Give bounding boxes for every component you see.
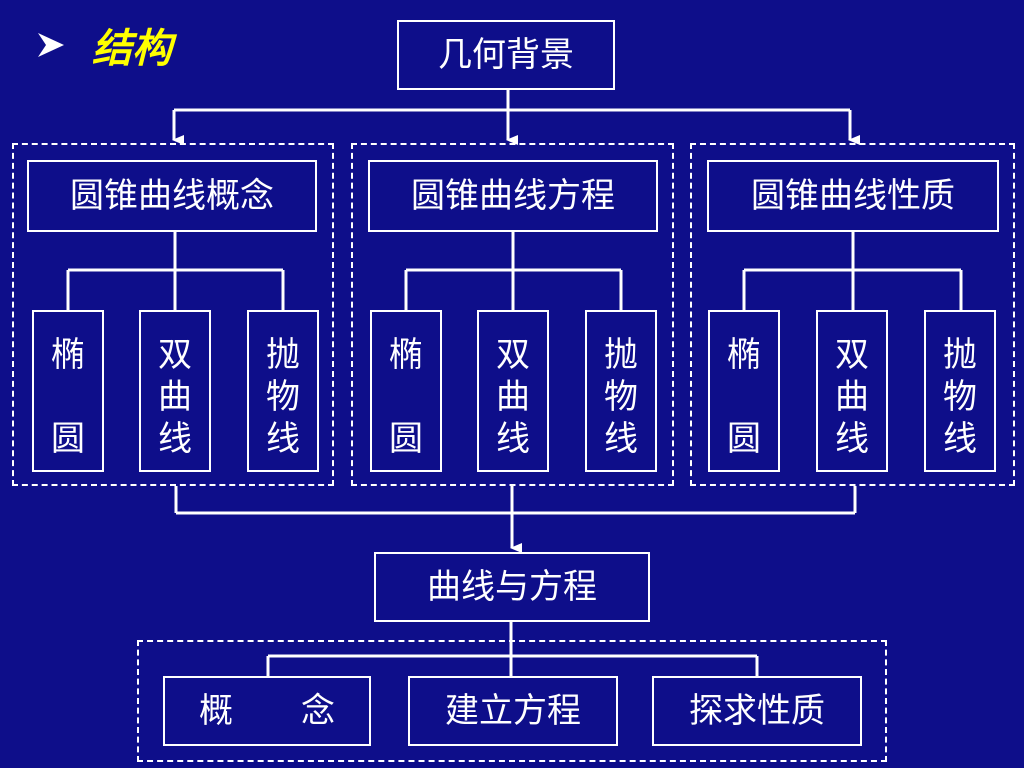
item-char: 物 xyxy=(604,377,638,417)
item-char: 圆 xyxy=(51,419,85,459)
bottom-frame xyxy=(137,640,887,762)
group-header-1: 圆锥曲线概念 xyxy=(27,160,317,232)
item-char: 双 xyxy=(158,335,192,375)
group-header-3: 圆锥曲线性质 xyxy=(707,160,999,232)
bottom-box-properties: 探求性质 xyxy=(652,676,862,746)
item-char: 线 xyxy=(604,419,638,459)
item-char: 曲 xyxy=(835,377,869,417)
item-ellipse-2: 椭 圆 xyxy=(370,310,442,472)
group-frame-3 xyxy=(690,143,1015,486)
item-hyperbola-2: 双曲线 xyxy=(477,310,549,472)
group-header-2: 圆锥曲线方程 xyxy=(368,160,658,232)
item-char: 曲 xyxy=(158,377,192,417)
group-frame-1 xyxy=(12,143,334,486)
item-char: 椭 xyxy=(727,335,761,375)
center-box: 曲线与方程 xyxy=(374,552,650,622)
item-char: 抛 xyxy=(604,335,638,375)
group-frame-2 xyxy=(351,143,674,486)
item-char: 线 xyxy=(158,419,192,459)
slide-title: 结构 xyxy=(92,25,172,72)
item-char: 抛 xyxy=(943,335,977,375)
slide-title-row: 结构 xyxy=(36,20,172,72)
item-char: 椭 xyxy=(51,335,85,375)
item-parabola-2: 抛物线 xyxy=(585,310,657,472)
item-char xyxy=(710,376,778,418)
item-char: 线 xyxy=(266,419,300,459)
arrow-bullet-icon xyxy=(36,25,68,65)
bottom-box-equation: 建立方程 xyxy=(408,676,618,746)
item-ellipse-3: 椭 圆 xyxy=(708,310,780,472)
item-hyperbola-3: 双曲线 xyxy=(816,310,888,472)
item-char: 圆 xyxy=(389,419,423,459)
item-char: 物 xyxy=(266,377,300,417)
item-char: 抛 xyxy=(266,335,300,375)
item-char: 物 xyxy=(943,377,977,417)
item-char: 线 xyxy=(496,419,530,459)
item-char: 椭 xyxy=(389,335,423,375)
bottom-box-concept: 概 念 xyxy=(163,676,371,746)
item-char: 圆 xyxy=(727,419,761,459)
item-char: 线 xyxy=(943,419,977,459)
item-parabola-3: 抛物线 xyxy=(924,310,996,472)
item-char: 曲 xyxy=(496,377,530,417)
item-ellipse-1: 椭 圆 xyxy=(32,310,104,472)
item-hyperbola-1: 双曲线 xyxy=(139,310,211,472)
item-char: 双 xyxy=(496,335,530,375)
item-char: 双 xyxy=(835,335,869,375)
item-parabola-1: 抛物线 xyxy=(247,310,319,472)
item-char xyxy=(34,376,102,418)
root-box: 几何背景 xyxy=(397,20,615,90)
item-char xyxy=(372,376,440,418)
item-char: 线 xyxy=(835,419,869,459)
